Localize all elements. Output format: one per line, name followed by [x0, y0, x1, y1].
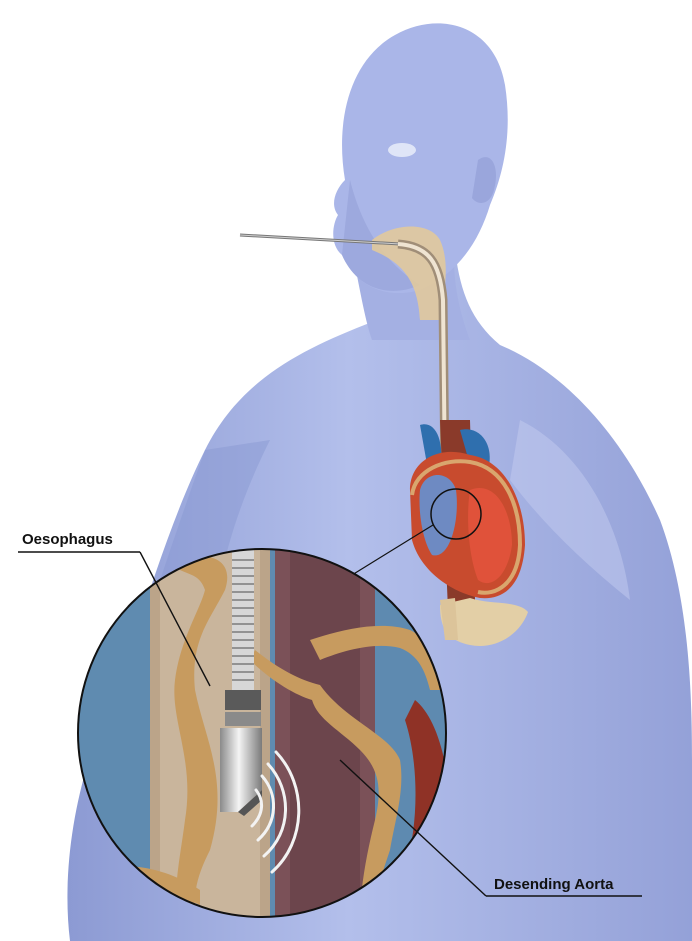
oesophagus-label: Oesophagus: [22, 531, 113, 548]
eye: [388, 143, 416, 157]
descending-aorta-label: Desending Aorta: [494, 876, 613, 893]
